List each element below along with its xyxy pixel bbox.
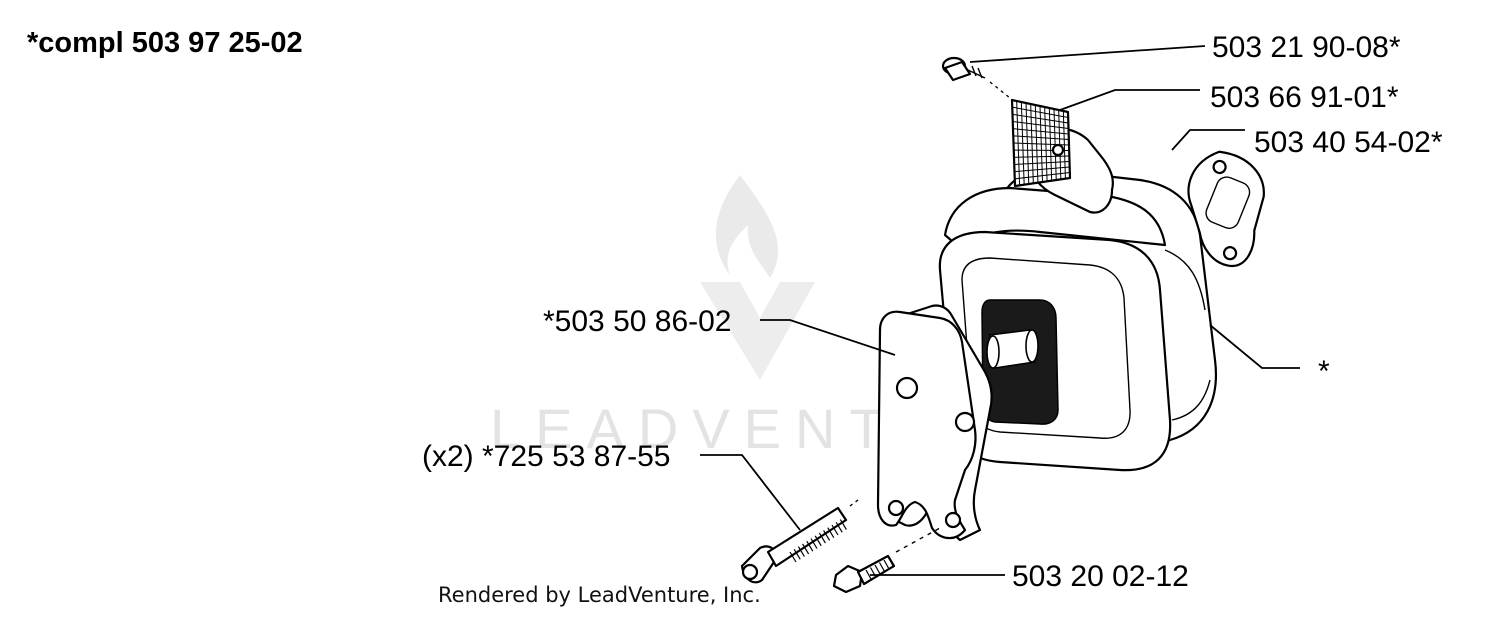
top-screw [943,58,1010,98]
label-screw-top: 503 21 90-08* [1212,31,1401,64]
label-cover-plate: *503 50 86-02 [543,305,732,338]
watermark-logo [700,175,815,380]
label-long-bolt: (x2) *725 53 87-55 [422,440,671,473]
label-screen: 503 66 91-01* [1210,81,1399,114]
spark-screen [1012,100,1070,186]
small-screw [834,528,940,592]
long-bolt [742,500,858,582]
label-muffler-body: * [1318,355,1330,388]
label-gasket-right: 503 40 54-02* [1254,126,1443,159]
assembly-title: *compl 503 97 25-02 [27,27,303,59]
render-credit: Rendered by LeadVenture, Inc. [438,583,761,607]
label-small-screw: 503 20 02-12 [1012,560,1189,593]
